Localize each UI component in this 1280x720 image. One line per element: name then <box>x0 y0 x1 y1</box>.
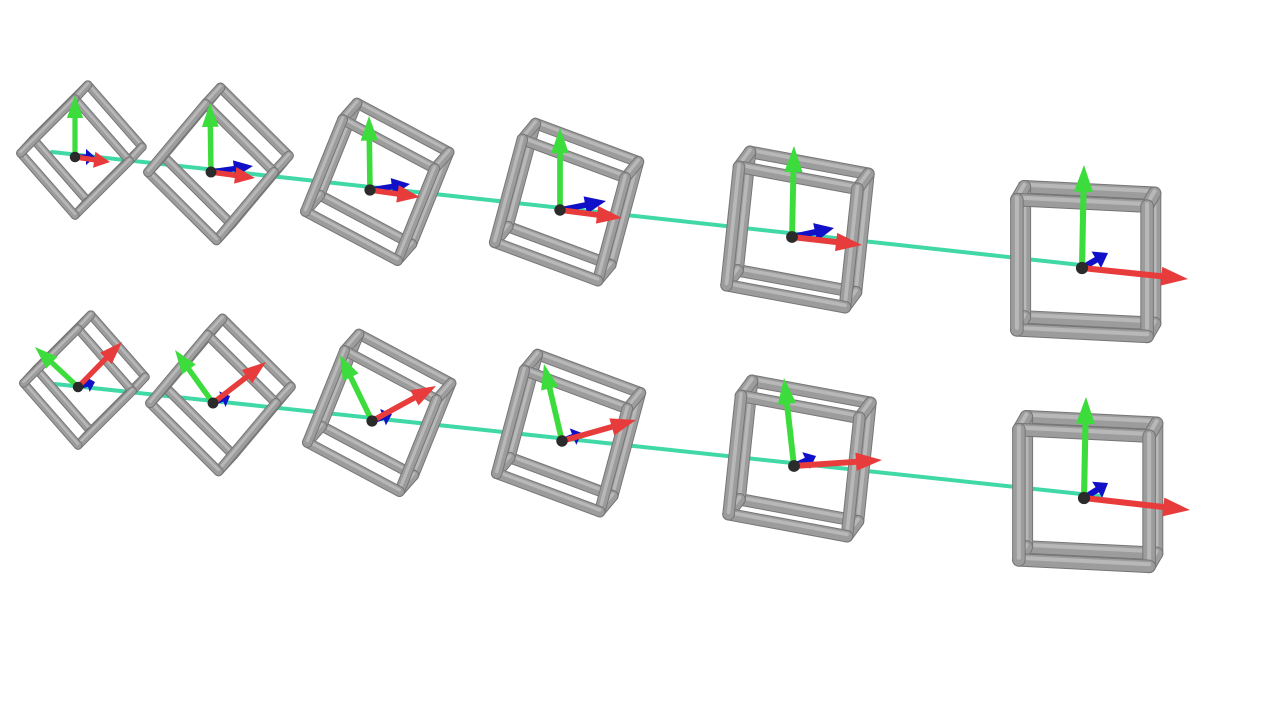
x-axis-arrow <box>369 386 436 424</box>
coordinate-axes-icon <box>784 146 862 252</box>
y-axis-arrow <box>777 378 797 469</box>
coordinate-axes-icon <box>175 350 266 409</box>
x-axis-arrow <box>1078 264 1188 286</box>
frame-origin-dot <box>364 184 376 196</box>
x-axis-arrow <box>791 452 882 471</box>
coordinate-axes-icon <box>360 116 420 203</box>
coordinate-axes-icon <box>541 364 636 447</box>
y-axis-arrow <box>784 146 803 240</box>
cube-wireframe-icon <box>490 348 647 518</box>
frame-origin-dot <box>72 381 84 393</box>
cube-wireframe-icon <box>1010 179 1162 344</box>
coordinate-axes-icon <box>35 342 122 393</box>
coordinate-axes-icon <box>201 103 255 184</box>
y-axis-arrow <box>201 103 219 175</box>
cube-wireframe-icon <box>145 313 296 477</box>
y-axis-arrow <box>541 364 565 444</box>
cube-wireframe-icon <box>300 97 455 266</box>
x-axis-arrow <box>789 232 862 252</box>
cube-wireframe-icon <box>16 80 147 220</box>
y-axis-arrow <box>35 347 81 390</box>
top-trajectory-row <box>16 80 1188 344</box>
coordinate-axes-icon <box>777 378 882 472</box>
frame-origin-dot <box>788 460 800 472</box>
y-axis-arrow <box>1074 165 1093 272</box>
x-axis-arrow <box>1080 494 1190 517</box>
cube-wireframe-icon <box>720 145 875 314</box>
cube-wireframe-icon <box>722 374 877 543</box>
cube-wireframe-icon <box>302 328 457 497</box>
x-axis-arrow <box>75 342 122 390</box>
frame-origin-dot <box>554 204 566 216</box>
y-axis-arrow <box>1076 397 1095 502</box>
frame-origin-dot <box>1077 491 1091 505</box>
coordinate-axes-icon <box>340 355 436 427</box>
coordinate-axes-icon <box>66 95 110 168</box>
y-axis-arrow <box>551 128 569 213</box>
cube-wireframe-icon <box>488 117 645 287</box>
y-axis-arrow <box>175 350 216 406</box>
coordinate-axes-icon <box>551 128 622 224</box>
y-axis-arrow <box>360 116 379 193</box>
frame-origin-dot <box>1075 261 1089 275</box>
frame-origin-dot <box>205 166 217 178</box>
y-axis-arrow <box>340 355 375 424</box>
x-axis-arrow <box>557 205 622 224</box>
x-axis-arrow <box>559 418 636 444</box>
frame-origin-dot <box>69 151 81 163</box>
coordinate-axes-icon <box>1074 165 1188 286</box>
frame-origin-dot <box>556 435 568 447</box>
coordinate-axes-icon <box>1076 397 1190 517</box>
x-axis-arrow <box>210 362 266 406</box>
y-axis-arrow <box>66 95 84 160</box>
frame-origin-dot <box>366 415 378 427</box>
bottom-trajectory-row <box>19 310 1190 574</box>
frame-origin-dot <box>786 231 798 243</box>
cube-wireframe-icon <box>143 82 294 246</box>
frame-origin-dot <box>207 397 219 409</box>
